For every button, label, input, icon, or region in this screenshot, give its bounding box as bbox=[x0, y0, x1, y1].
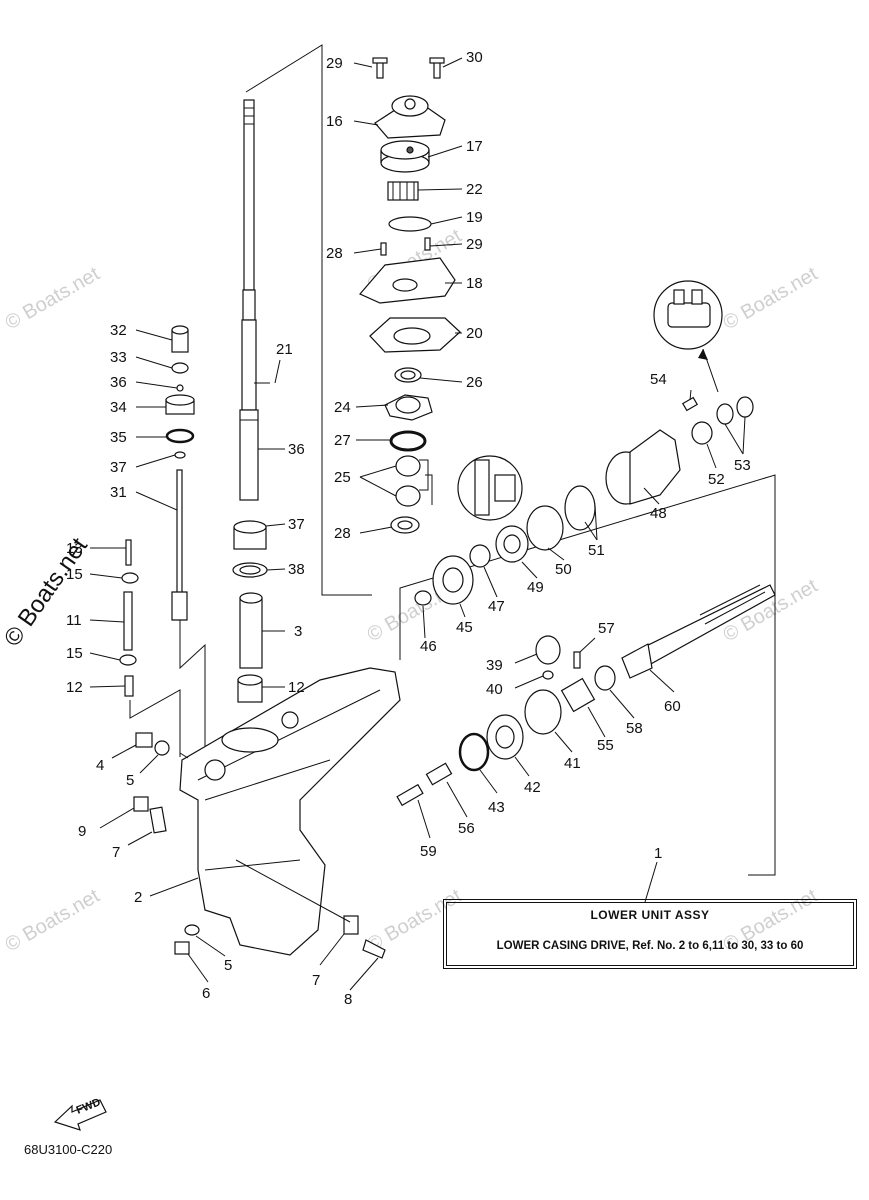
callout-labels: 29 30 16 17 22 19 28 29 18 20 21 26 24 2… bbox=[66, 49, 751, 1008]
callout-46: 46 bbox=[420, 638, 437, 655]
callout-27: 28 bbox=[334, 525, 351, 542]
callout-39: 38 bbox=[288, 561, 305, 578]
detail-callouts bbox=[457, 280, 723, 521]
callout-9: 8 bbox=[344, 991, 352, 1008]
callout-23: 24 bbox=[334, 399, 351, 416]
callout-16: 16 bbox=[326, 113, 343, 130]
callout-56: 56 bbox=[458, 820, 475, 837]
callout-37: 36 bbox=[288, 441, 305, 458]
callout-50: 50 bbox=[555, 561, 572, 578]
callout-5b: 5 bbox=[224, 957, 232, 974]
callout-59: 59 bbox=[420, 843, 437, 860]
callout-14: 13 bbox=[66, 540, 83, 557]
callout-33: 34 bbox=[110, 399, 127, 416]
callout-29a: 29 bbox=[326, 55, 343, 72]
assembly-description: LOWER CASING DRIVE, Ref. No. 2 to 6,11 t… bbox=[496, 940, 804, 952]
callout-19: 19 bbox=[466, 209, 483, 226]
callout-60: 60 bbox=[664, 698, 681, 715]
watermark: © Boats.net bbox=[2, 263, 104, 335]
group-brackets bbox=[129, 44, 776, 876]
callout-25: 26 bbox=[466, 374, 483, 391]
callout-44: 43 bbox=[488, 799, 505, 816]
lower-casing bbox=[179, 667, 401, 956]
callout-42: 41 bbox=[564, 755, 581, 772]
callout-15b: 15 bbox=[66, 645, 83, 662]
callout-15a: 15 bbox=[66, 566, 83, 583]
callout-1: 1 bbox=[654, 845, 662, 862]
callout-26: 27 bbox=[334, 432, 351, 449]
callout-30: 31 bbox=[110, 484, 127, 501]
drive-shaft bbox=[239, 99, 259, 501]
callout-34: 35 bbox=[110, 429, 127, 446]
callout-10: 9 bbox=[78, 823, 86, 840]
callout-48: 48 bbox=[650, 505, 667, 522]
callout-58: 58 bbox=[626, 720, 643, 737]
callout-57: 57 bbox=[598, 620, 615, 637]
fwd-arrow-icon: FWD bbox=[53, 1096, 107, 1131]
callout-41: 40 bbox=[486, 681, 503, 698]
callout-28b: 29 bbox=[466, 236, 483, 253]
callout-32: 33 bbox=[110, 349, 127, 366]
callout-51: 51 bbox=[588, 542, 605, 559]
callout-11: 12 bbox=[288, 679, 305, 696]
water-pump-parts bbox=[359, 57, 461, 534]
callout-6: 6 bbox=[202, 985, 210, 1002]
callout-21: 21 bbox=[276, 341, 293, 358]
callout-49: 49 bbox=[527, 579, 544, 596]
callout-36: 37 bbox=[110, 459, 127, 476]
callout-17: 17 bbox=[466, 138, 483, 155]
diagram-code: 68U3100-C220 bbox=[24, 1142, 113, 1157]
callout-3: 3 bbox=[294, 623, 302, 640]
callout-4: 4 bbox=[96, 757, 104, 774]
callout-20: 20 bbox=[466, 325, 483, 342]
callout-24: 25 bbox=[334, 469, 351, 486]
drive-shaft-bearings bbox=[232, 520, 268, 703]
callout-38: 37 bbox=[288, 516, 305, 533]
shift-rod-parts bbox=[119, 325, 195, 697]
leader-lines bbox=[89, 57, 746, 991]
watermark: © Boats.net bbox=[2, 885, 104, 957]
assembly-title: LOWER UNIT ASSY bbox=[590, 908, 710, 922]
callout-12: 11 bbox=[66, 612, 82, 629]
callout-40: 39 bbox=[486, 657, 503, 674]
assembly-legend: LOWER UNIT ASSY LOWER CASING DRIVE, Ref.… bbox=[443, 899, 857, 969]
callout-35: 36 bbox=[110, 374, 127, 391]
callout-43: 42 bbox=[524, 779, 541, 796]
callout-53: 53 bbox=[734, 457, 751, 474]
watermark: © Boats.net bbox=[720, 263, 822, 335]
callout-52: 52 bbox=[708, 471, 725, 488]
callout-13: 12 bbox=[66, 679, 83, 696]
callout-18: 18 bbox=[466, 275, 483, 292]
callout-28a: 28 bbox=[326, 245, 343, 262]
propeller-shaft-parts bbox=[396, 396, 776, 807]
callout-22: 22 bbox=[466, 181, 483, 198]
callout-31: 32 bbox=[110, 322, 127, 339]
callout-7: 7 bbox=[312, 972, 320, 989]
callout-45: 45 bbox=[456, 619, 473, 636]
callout-54: 54 bbox=[650, 371, 667, 388]
callout-47: 47 bbox=[488, 598, 505, 615]
callout-8: 7 bbox=[112, 844, 120, 861]
callout-29b: 30 bbox=[466, 49, 483, 66]
callout-2: 2 bbox=[134, 889, 142, 906]
callout-5a: 5 bbox=[126, 772, 134, 789]
callout-55: 55 bbox=[597, 737, 614, 754]
